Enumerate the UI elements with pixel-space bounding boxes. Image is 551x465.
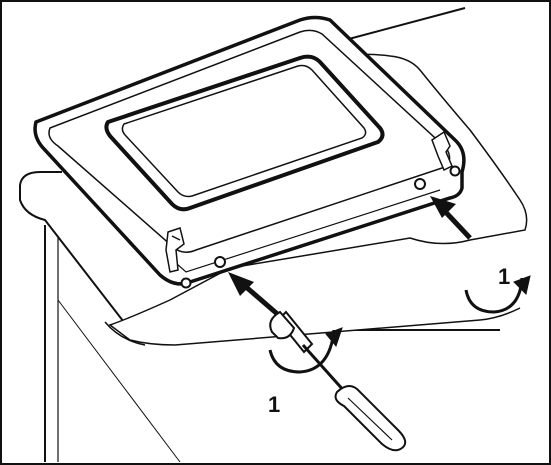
screw-right	[414, 178, 426, 190]
hinge-right	[431, 130, 453, 172]
cabinet-outline	[19, 7, 500, 463]
screw-left-outer	[180, 277, 192, 289]
screws	[180, 165, 461, 289]
rotation-arrow-left	[268, 327, 343, 374]
screw-left	[214, 256, 226, 268]
screwdriver	[269, 310, 407, 452]
rotation-arrow-right	[464, 275, 531, 314]
arrow-right-screw	[430, 196, 472, 240]
oven-door	[33, 15, 466, 286]
step-label-left: 1	[268, 392, 280, 417]
screw-right-outer	[449, 165, 461, 177]
hinge-left	[165, 227, 185, 273]
arrow-left-screw	[228, 272, 284, 320]
step-label-right: 1	[498, 264, 510, 289]
